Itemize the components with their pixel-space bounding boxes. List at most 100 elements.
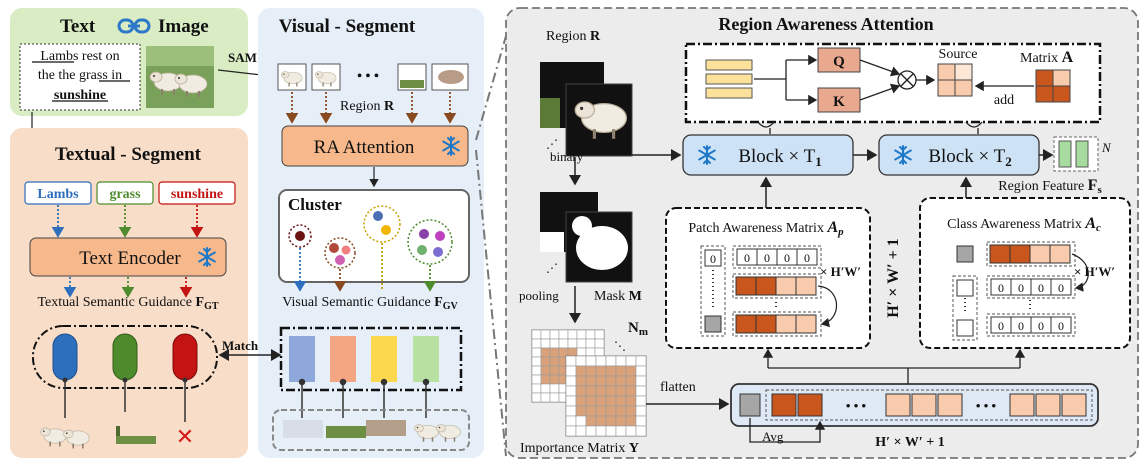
source-matrix — [937, 63, 973, 97]
importance-cell — [585, 385, 597, 397]
ra-attention-block — [281, 125, 469, 167]
region-r-label: Region R — [340, 99, 395, 114]
importance-cell — [635, 415, 647, 427]
match-image-grass — [116, 426, 156, 444]
pam-zero-cell-value: 0 — [764, 251, 770, 265]
region-r-heading: Region R — [546, 29, 601, 44]
importance-cell — [585, 338, 596, 349]
binary-label: binary — [550, 149, 584, 164]
region-thumbnails: • • • — [277, 63, 469, 91]
importance-cell — [585, 365, 597, 377]
token-light-1 — [885, 393, 911, 417]
image-title: Image — [158, 16, 209, 37]
importance-cell — [615, 415, 627, 427]
importance-cell — [635, 385, 647, 397]
visual-token-2 — [330, 336, 356, 382]
region-ellipsis: • • • — [357, 69, 379, 84]
raa-token-1 — [705, 59, 753, 71]
importance-cell — [575, 425, 587, 437]
region-feature-label: Region Feature Fs — [998, 177, 1102, 196]
importance-cell — [615, 405, 627, 417]
importance-cell — [565, 385, 577, 397]
importance-cell — [558, 338, 569, 349]
text-image-panel: Text Image Lambs rest on the the grass i… — [10, 8, 272, 186]
token-grass — [112, 333, 138, 381]
visual-guidance-label: Visual Semantic Guidance FGV — [282, 295, 458, 312]
importance-cell — [531, 374, 542, 385]
importance-cell — [576, 329, 587, 340]
importance-cell — [531, 347, 542, 358]
token-dark-1 — [771, 393, 797, 417]
visual-token-3 — [371, 336, 397, 382]
textual-panel-bg — [10, 128, 248, 458]
visual-segment-panel: Visual - Segment • • • Region R RA Atten… — [218, 8, 484, 458]
importance-cell — [585, 415, 597, 427]
pam-hw-label: × H′W′ — [820, 264, 861, 279]
importance-cell — [605, 395, 617, 407]
textual-guidance-label: Textual Semantic Guidance FGT — [37, 295, 218, 312]
nm-dots: ⋱ — [614, 339, 626, 353]
importance-cell — [595, 425, 607, 437]
region-feature-token-2 — [1075, 140, 1089, 168]
add-label: add — [994, 93, 1014, 108]
importance-cell — [575, 415, 587, 427]
patch-token-group — [765, 389, 1093, 421]
importance-cell — [595, 385, 607, 397]
cam-zero-a-cell-value: 0 — [1058, 281, 1064, 295]
importance-cell — [605, 385, 617, 397]
flatten-label: flatten — [660, 380, 696, 395]
pam-zero-cell-value: 0 — [744, 251, 750, 265]
cam-hw-label: × H′W′ — [1074, 264, 1115, 279]
importance-cell — [605, 375, 617, 387]
importance-cell — [635, 365, 647, 377]
vertical-size-label: H′ × W′ + 1 — [885, 238, 902, 317]
importance-cell — [549, 374, 560, 385]
importance-cell — [565, 365, 577, 377]
block-t2-label: Block × T2 — [928, 146, 1011, 169]
importance-cell — [595, 365, 607, 377]
mask-stack-dots: ⋰ — [546, 261, 558, 275]
importance-cell — [625, 395, 637, 407]
importance-cell — [615, 375, 627, 387]
importance-cell — [594, 338, 605, 349]
caption-line-1: Lambs rest on — [40, 49, 119, 64]
cls-token — [739, 393, 761, 417]
importance-cell — [567, 329, 578, 340]
textual-segment-title: Textual - Segment — [55, 144, 202, 165]
word-lambs: Lambs — [37, 187, 79, 202]
match-label: Match — [222, 338, 259, 353]
cam-zero-a-cell — [1050, 278, 1072, 296]
importance-cell — [635, 355, 647, 367]
importance-cell — [540, 374, 551, 385]
importance-cell — [549, 365, 560, 376]
region-image-stack — [540, 62, 633, 157]
text-encoder-label: Text Encoder — [79, 248, 181, 269]
cam-zero-a-cell-value: 0 — [998, 281, 1004, 295]
importance-cell — [558, 329, 569, 340]
q-label: Q — [833, 54, 845, 70]
importance-cell — [585, 355, 597, 367]
k-label: K — [833, 94, 845, 110]
pam-zero-cell — [796, 248, 818, 266]
importance-cell — [605, 405, 617, 417]
caption-box — [19, 43, 141, 111]
text-encoder-block — [29, 237, 227, 277]
importance-cell — [635, 425, 647, 437]
cam-zero-a-cell-value: 0 — [1038, 281, 1044, 295]
importance-cell — [565, 375, 577, 387]
importance-cell — [585, 329, 596, 340]
region-strip-images — [283, 420, 461, 443]
pam-cls-column — [700, 245, 726, 337]
token-dots-1: • • • — [846, 398, 867, 413]
importance-cell — [567, 338, 578, 349]
importance-cell — [585, 375, 597, 387]
visual-segment-title: Visual - Segment — [279, 16, 416, 37]
token-light-5 — [1035, 393, 1061, 417]
text-token-group — [32, 325, 218, 389]
zoom-connector-top — [475, 35, 507, 141]
importance-cell — [549, 329, 560, 340]
importance-cell — [615, 425, 627, 437]
importance-cell — [540, 338, 551, 349]
